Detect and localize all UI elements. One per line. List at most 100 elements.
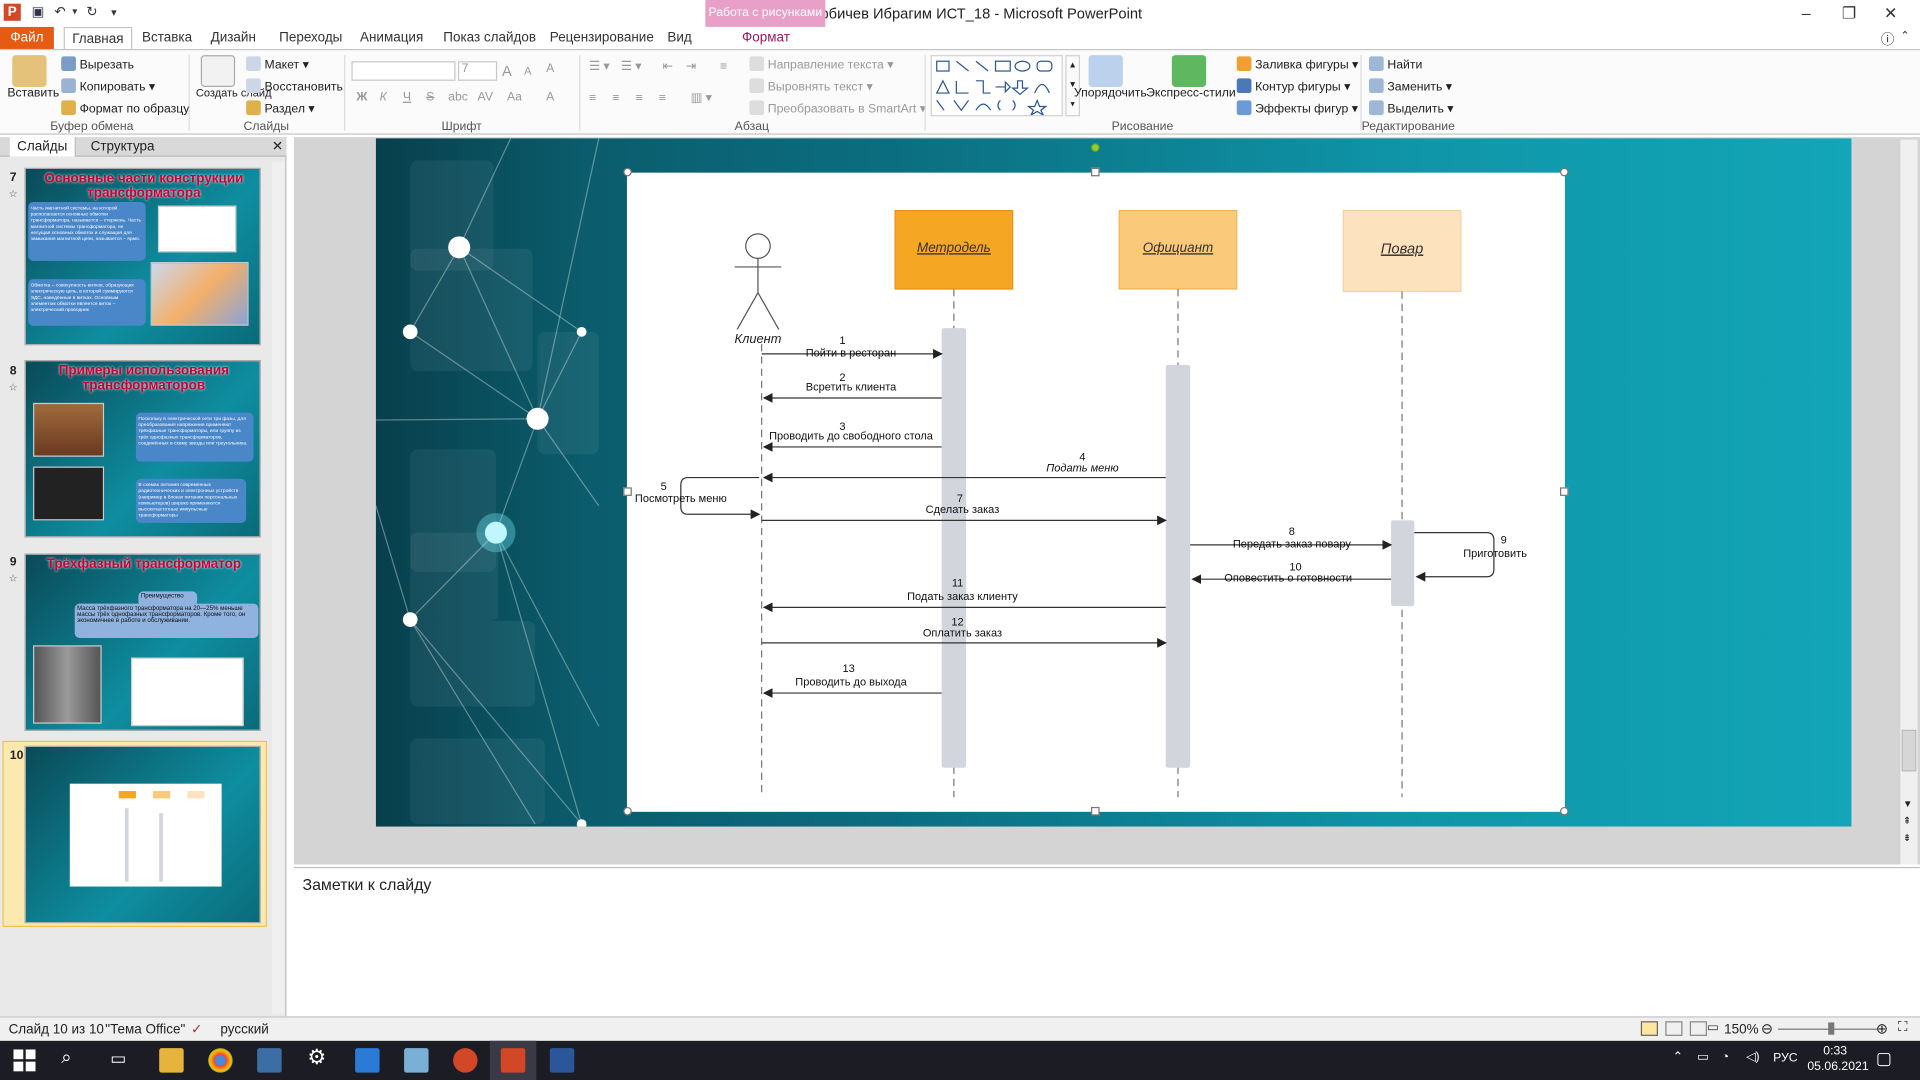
shapes-scroll-icon[interactable]: ▲▼▾ <box>1065 55 1081 117</box>
ribbon-collapse-icon[interactable]: ⌃ <box>1900 29 1910 42</box>
text-direction-button[interactable]: Направление текста ▾ <box>749 56 893 72</box>
clock-date[interactable]: 05.06.2021 <box>1807 1060 1869 1074</box>
shape-fill-button[interactable]: Заливка фигуры ▾ <box>1236 56 1358 72</box>
tab-home[interactable]: Главная <box>63 26 133 51</box>
tab-animation[interactable]: Анимация <box>360 30 424 46</box>
minimize-button[interactable]: – <box>1801 3 1811 23</box>
justify-icon[interactable]: ≡ <box>658 91 666 106</box>
spellcheck-icon[interactable]: ✓ <box>191 1022 203 1038</box>
customize-qat-icon[interactable]: ▾ <box>111 6 117 19</box>
slide-thumbnail-7[interactable]: Основные части конструкции трансформатор… <box>24 167 261 346</box>
decrease-indent-icon[interactable]: ⇤ <box>662 60 673 74</box>
align-center-icon[interactable]: ≡ <box>612 91 620 106</box>
zoom-in-icon[interactable]: ⊕ <box>1875 1020 1889 1038</box>
input-language[interactable]: РУС <box>1773 1051 1798 1066</box>
select-button[interactable]: Выделить ▾ <box>1368 100 1453 116</box>
scroll-down-icon[interactable]: ▼ <box>1902 798 1913 810</box>
previous-slide-icon[interactable]: ⇞ <box>1902 815 1912 827</box>
paste-button[interactable]: Вставить <box>7 55 59 100</box>
change-case-button[interactable]: Aa <box>506 90 522 105</box>
resize-handle-br[interactable] <box>1560 806 1569 816</box>
powerpoint-viewer-icon[interactable] <box>453 1048 478 1073</box>
shape-outline-button[interactable]: Контур фигуры ▾ <box>1236 78 1350 94</box>
reading-view-icon[interactable] <box>1689 1021 1707 1036</box>
search-icon[interactable]: ⌕ <box>61 1046 72 1068</box>
help-icon[interactable]: ⓘ <box>1880 33 1895 48</box>
copy-button[interactable]: Копировать ▾ <box>61 78 155 94</box>
clear-format-button[interactable]: A <box>546 62 555 76</box>
notes-pane[interactable]: Заметки к слайду <box>293 866 1920 1017</box>
app-window-icon[interactable] <box>257 1048 282 1073</box>
tab-transitions[interactable]: Переходы <box>279 30 343 46</box>
task-view-icon[interactable]: ▭ <box>110 1048 127 1068</box>
slideshow-view-icon[interactable]: ▭ <box>1706 1021 1719 1035</box>
slides-panel-scrollbar[interactable] <box>271 161 285 1014</box>
slide-sorter-view-icon[interactable] <box>1665 1021 1683 1036</box>
underline-button[interactable]: Ч <box>402 90 412 105</box>
line-spacing-icon[interactable]: ≡ <box>720 60 728 74</box>
shrink-font-button[interactable]: A <box>524 64 532 78</box>
font-size-combo[interactable]: 7 <box>457 61 498 81</box>
tab-view[interactable]: Вид <box>667 30 692 46</box>
notifications-icon[interactable]: ▢ <box>1875 1048 1893 1068</box>
editor-scroll-thumb[interactable] <box>1901 729 1917 772</box>
undo-icon[interactable]: ↶ <box>54 4 66 20</box>
next-slide-icon[interactable]: ⇟ <box>1902 832 1912 844</box>
tray-chevron-icon[interactable]: ⌃ <box>1672 1050 1683 1065</box>
align-left-icon[interactable]: ≡ <box>588 91 597 106</box>
word-icon[interactable] <box>549 1048 575 1073</box>
shadow-button[interactable]: abc <box>448 90 468 105</box>
fit-to-window-icon[interactable]: ⛶ <box>1897 1020 1908 1035</box>
numbering-icon[interactable]: ☰ ▾ <box>620 60 642 74</box>
shapes-gallery[interactable] <box>930 55 1063 117</box>
char-spacing-button[interactable]: AV <box>477 90 493 105</box>
smartart-button[interactable]: Преобразовать в SmartArt ▾ <box>749 100 926 116</box>
tab-slideshow[interactable]: Показ слайдов <box>443 30 537 46</box>
settings-gear-icon[interactable]: ⚙ <box>307 1045 327 1069</box>
normal-view-icon[interactable] <box>1640 1021 1658 1036</box>
battery-icon[interactable]: ▭ <box>1697 1050 1709 1065</box>
windows-start-icon[interactable] <box>13 1049 36 1072</box>
resize-handle-tl[interactable] <box>623 167 632 177</box>
resize-handle-tr[interactable] <box>1560 167 1569 177</box>
reset-button[interactable]: Восстановить <box>246 78 343 94</box>
shape-effects-button[interactable]: Эффекты фигур ▾ <box>1236 100 1358 116</box>
resize-handle-bl[interactable] <box>623 806 632 816</box>
resize-handle-l[interactable] <box>623 487 632 496</box>
redo-icon[interactable]: ↻ <box>86 4 98 20</box>
network-icon[interactable]: ◔ <box>1721 1050 1730 1065</box>
sequence-diagram-picture[interactable]: Клиент Метродель Официант Повар <box>626 172 1565 812</box>
strikethrough-button[interactable]: S <box>426 90 435 105</box>
notepad-icon[interactable] <box>404 1048 429 1073</box>
columns-icon[interactable]: ▥ ▾ <box>690 91 712 106</box>
powerpoint-icon[interactable] <box>500 1048 526 1073</box>
editor-scrollbar[interactable]: ▼ ⇞ ⇟ <box>1900 139 1918 865</box>
resize-handle-b[interactable] <box>1091 806 1100 816</box>
arrange-button[interactable]: Упорядочить <box>1074 55 1147 100</box>
zoom-out-icon[interactable]: ⊖ <box>1760 1020 1774 1038</box>
chrome-icon[interactable] <box>208 1048 233 1073</box>
align-right-icon[interactable]: ≡ <box>635 91 643 106</box>
rotate-handle[interactable] <box>1091 143 1100 152</box>
tab-outline[interactable]: Структура <box>90 139 155 155</box>
zoom-slider[interactable] <box>1777 1028 1879 1030</box>
tab-review[interactable]: Рецензирование <box>549 30 654 46</box>
resize-handle-r[interactable] <box>1560 487 1569 496</box>
volume-icon[interactable]: ◁) <box>1746 1050 1760 1065</box>
format-painter-button[interactable]: Формат по образцу <box>61 100 189 116</box>
section-button[interactable]: Раздел ▾ <box>246 100 315 116</box>
vscode-icon[interactable] <box>355 1048 380 1073</box>
undo-dropdown-icon[interactable]: ▾ <box>72 6 78 18</box>
cut-button[interactable]: Вырезать <box>61 56 134 72</box>
tab-slides[interactable]: Слайды <box>9 137 76 157</box>
theme-name[interactable]: "Тема Office" <box>105 1022 186 1038</box>
replace-button[interactable]: Заменить ▾ <box>1368 78 1452 94</box>
new-slide-button[interactable]: Создать слайд <box>196 55 272 99</box>
tab-design[interactable]: Дизайн <box>210 30 256 46</box>
slide-thumbnail-8[interactable]: Примеры использования трансформаторов По… <box>24 360 261 538</box>
zoom-slider-thumb[interactable] <box>1828 1022 1835 1035</box>
tab-format[interactable]: Формат <box>742 30 790 46</box>
clock-time[interactable]: 0:33 <box>1823 1044 1848 1058</box>
font-color-button[interactable]: A <box>546 90 555 105</box>
tab-file[interactable]: Файл <box>0 26 54 49</box>
